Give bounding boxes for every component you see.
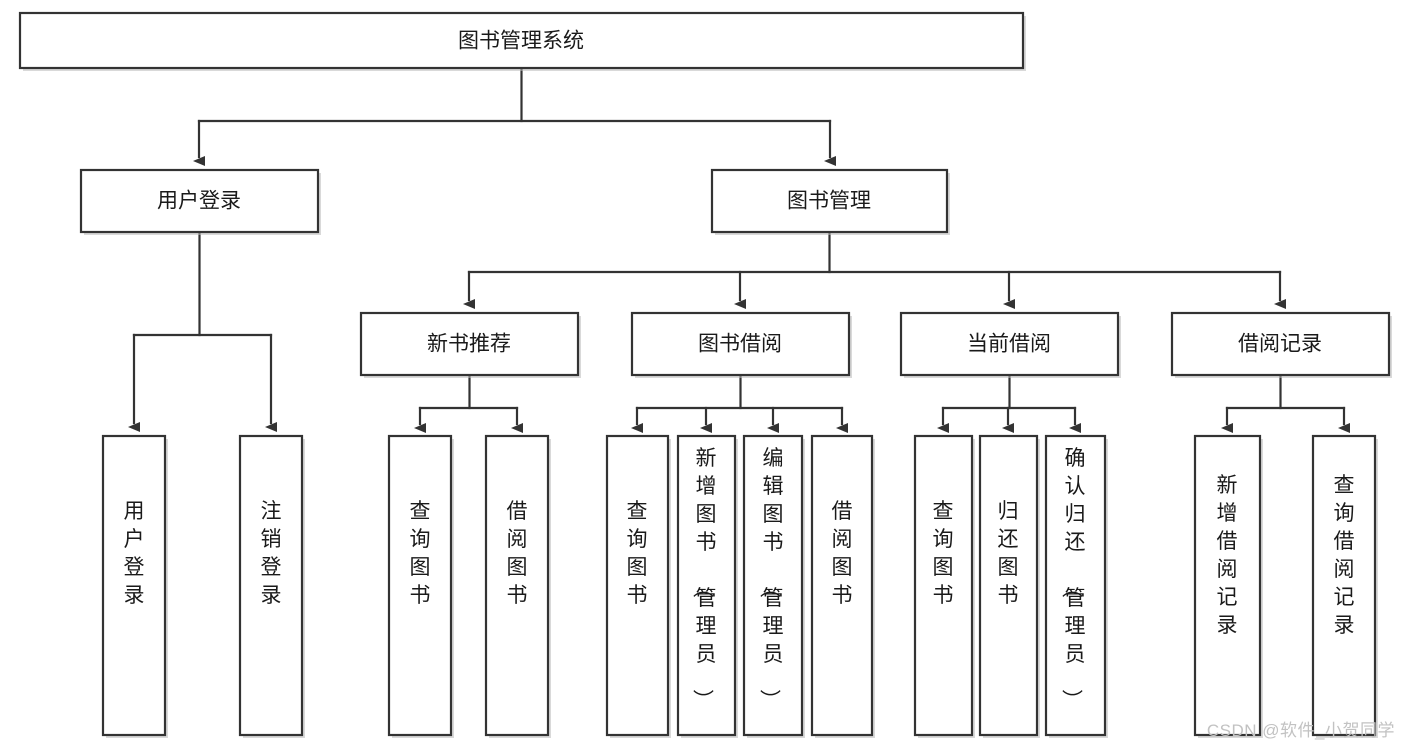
node-root[interactable]: 图书管理系统 [18, 11, 1026, 71]
node-leaf-query-book-1[interactable]: 查询图书 [387, 434, 454, 738]
node-leaf-query-record-label: 查询借阅记录 [1334, 474, 1355, 637]
node-leaf-edit-book[interactable]: 编辑图书（管理员） [742, 434, 805, 738]
node-book-manage-label: 图书管理 [787, 190, 871, 213]
node-leaf-query-book-1-label: 查询图书 [410, 500, 431, 607]
node-leaf-add-book-label: 新增图书（管理员） [691, 447, 717, 710]
node-leaf-confirm-return-label: 确认归还（管理员） [1060, 447, 1086, 710]
node-leaf-user-login[interactable]: 用户登录 [101, 434, 168, 738]
node-new-book-recommend-label: 新书推荐 [427, 333, 511, 356]
node-user-login-label: 用户登录 [157, 190, 241, 213]
node-leaf-borrow-book-1-label: 借阅图书 [507, 500, 528, 607]
node-leaf-query-book-2-label: 查询图书 [627, 500, 648, 607]
node-user-login[interactable]: 用户登录 [79, 168, 321, 235]
node-leaf-query-book-3-label: 查询图书 [933, 500, 954, 607]
node-book-borrow[interactable]: 图书借阅 [630, 311, 852, 378]
node-borrow-record-label: 借阅记录 [1238, 333, 1322, 356]
node-leaf-query-book-2[interactable]: 查询图书 [605, 434, 671, 738]
node-leaf-query-book-3[interactable]: 查询图书 [913, 434, 975, 738]
node-leaf-confirm-return[interactable]: 确认归还（管理员） [1044, 434, 1108, 738]
node-leaf-borrow-book-1[interactable]: 借阅图书 [484, 434, 551, 738]
node-leaf-user-login-label: 用户登录 [124, 500, 145, 607]
node-leaf-edit-book-label: 编辑图书（管理员） [758, 447, 784, 710]
node-current-borrow[interactable]: 当前借阅 [899, 311, 1121, 378]
edge-group [128, 66, 1350, 433]
node-leaf-add-book[interactable]: 新增图书（管理员） [676, 434, 738, 738]
node-leaf-logout-login-label: 注销登录 [261, 500, 282, 607]
node-borrow-record[interactable]: 借阅记录 [1170, 311, 1392, 378]
node-root-label: 图书管理系统 [458, 30, 584, 53]
node-leaf-query-record[interactable]: 查询借阅记录 [1311, 434, 1378, 738]
node-book-manage[interactable]: 图书管理 [710, 168, 950, 235]
node-leaf-add-record-label: 新增借阅记录 [1217, 474, 1238, 637]
node-current-borrow-label: 当前借阅 [967, 333, 1051, 356]
node-leaf-add-record[interactable]: 新增借阅记录 [1193, 434, 1263, 738]
node-leaf-return-book[interactable]: 归还图书 [978, 434, 1040, 738]
node-leaf-logout-login[interactable]: 注销登录 [238, 434, 305, 738]
node-new-book-recommend[interactable]: 新书推荐 [359, 311, 581, 378]
node-book-borrow-label: 图书借阅 [698, 333, 782, 356]
node-leaf-return-book-label: 归还图书 [998, 500, 1019, 607]
node-leaf-borrow-book-2-label: 借阅图书 [832, 500, 853, 607]
csdn-watermark: CSDN @软件_小贺同学 [1206, 721, 1395, 740]
node-leaf-borrow-book-2[interactable]: 借阅图书 [810, 434, 875, 738]
